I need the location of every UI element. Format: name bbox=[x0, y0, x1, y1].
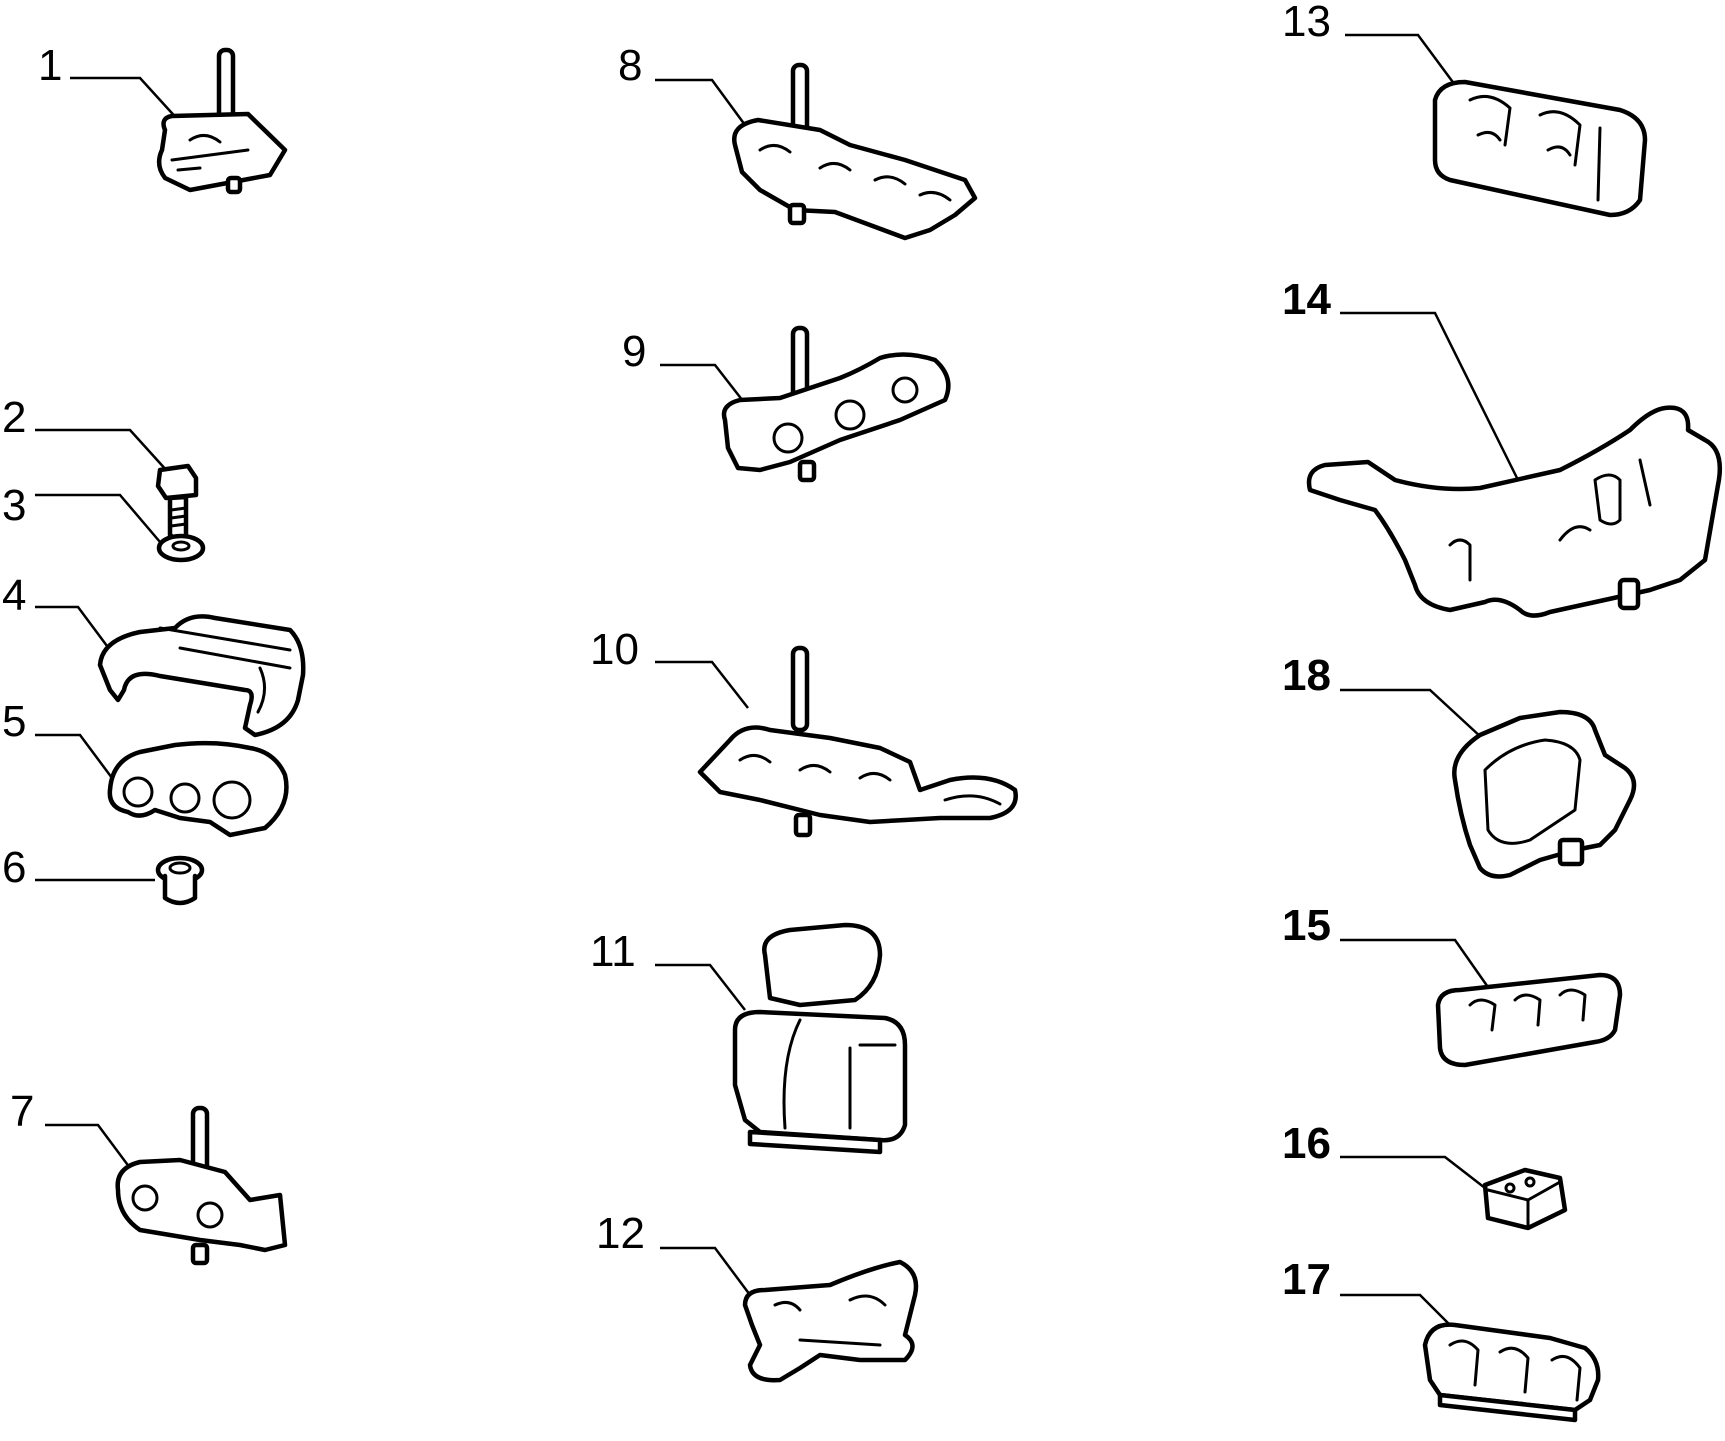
part-13 bbox=[1345, 33, 1648, 218]
part-17 bbox=[1340, 1293, 1601, 1423]
callout-label-6: 6 bbox=[2, 843, 27, 892]
callout-label-3: 3 bbox=[2, 481, 27, 530]
leader-line-9 bbox=[660, 363, 751, 411]
part-5 bbox=[35, 733, 289, 838]
leader-line-11 bbox=[655, 963, 746, 1011]
callout-label-16: 16 bbox=[1282, 1119, 1331, 1168]
part-7 bbox=[45, 1105, 288, 1266]
part-2 bbox=[35, 428, 199, 541]
leader-line-5 bbox=[35, 733, 114, 779]
leader-line-2 bbox=[35, 428, 169, 473]
callout-label-7: 7 bbox=[10, 1087, 35, 1136]
leader-line-10 bbox=[655, 660, 749, 709]
callout-label-15: 15 bbox=[1282, 901, 1331, 950]
part-9 bbox=[660, 325, 951, 483]
callout-label-11: 11 bbox=[590, 927, 636, 976]
callout-label-18: 18 bbox=[1282, 651, 1331, 700]
part-10 bbox=[655, 645, 1018, 838]
callout-label-4: 4 bbox=[2, 571, 27, 620]
leader-line-14 bbox=[1340, 311, 1520, 481]
part-12 bbox=[660, 1246, 919, 1383]
callout-label-5: 5 bbox=[2, 697, 27, 746]
callout-label-2: 2 bbox=[2, 393, 27, 442]
part-6 bbox=[35, 855, 205, 906]
callout-label-12: 12 bbox=[596, 1209, 645, 1258]
callout-label-10: 10 bbox=[590, 625, 639, 674]
leader-line-4 bbox=[35, 605, 112, 651]
leader-line-12 bbox=[660, 1246, 752, 1296]
leader-line-8 bbox=[655, 78, 747, 126]
part-11 bbox=[655, 922, 908, 1155]
leader-line-13 bbox=[1345, 33, 1457, 86]
leader-line-17 bbox=[1340, 1293, 1451, 1326]
callout-label-1: 1 bbox=[38, 41, 63, 90]
callout-label-9: 9 bbox=[622, 327, 647, 376]
leader-line-1 bbox=[70, 76, 181, 123]
leader-line-3 bbox=[35, 493, 161, 543]
part-16 bbox=[1340, 1155, 1568, 1231]
part-18 bbox=[1340, 688, 1637, 879]
leader-line-18 bbox=[1340, 688, 1483, 739]
callout-label-8: 8 bbox=[618, 41, 643, 90]
callout-label-17: 17 bbox=[1282, 1255, 1331, 1304]
part-15 bbox=[1340, 938, 1623, 1068]
callout-label-14: 14 bbox=[1282, 275, 1331, 324]
part-3 bbox=[35, 493, 206, 563]
leader-line-15 bbox=[1340, 938, 1492, 991]
leader-line-7 bbox=[45, 1123, 132, 1169]
callout-label-13: 13 bbox=[1282, 0, 1331, 46]
leader-line-16 bbox=[1340, 1155, 1486, 1189]
part-1 bbox=[70, 47, 288, 195]
part-8 bbox=[655, 62, 978, 241]
part-14 bbox=[1306, 311, 1723, 618]
part-4 bbox=[35, 605, 306, 738]
